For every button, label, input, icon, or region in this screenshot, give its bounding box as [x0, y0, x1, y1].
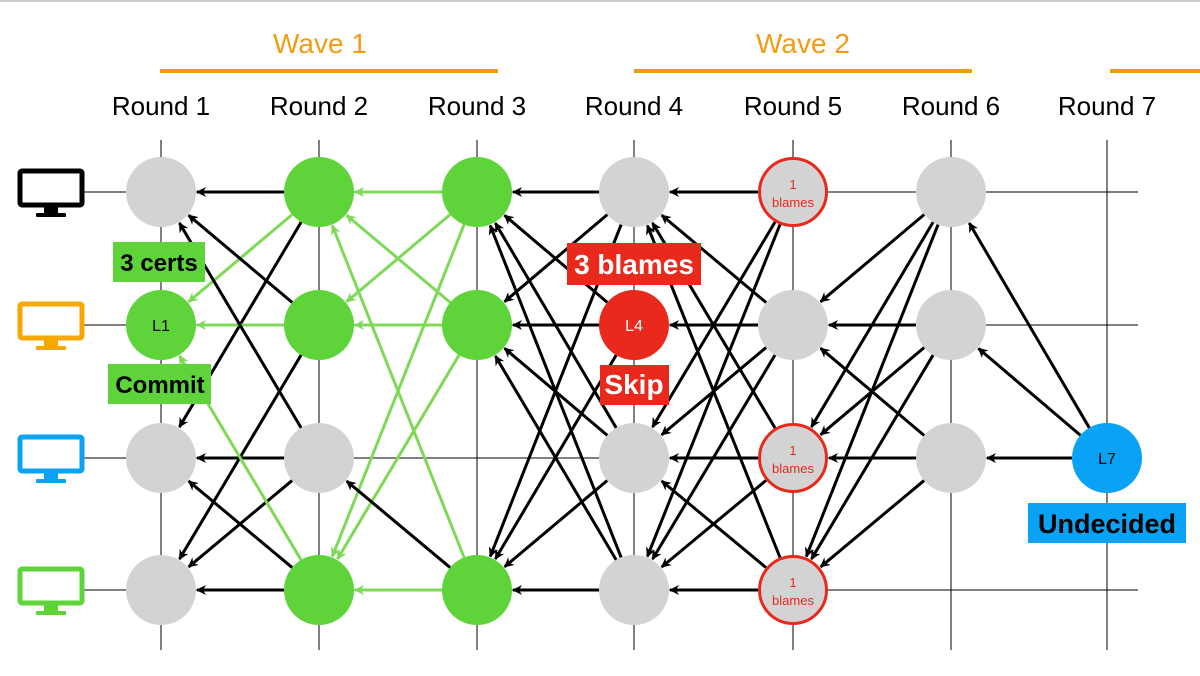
undecided-annotation: Undecided: [1028, 503, 1186, 543]
vertex-round-6-validator-2: [916, 290, 986, 360]
round-label-2: Round 2: [270, 91, 368, 121]
round-label-6: Round 6: [902, 91, 1000, 121]
round-label-4: Round 4: [585, 91, 683, 121]
vertex-round-4-validator-2: L4: [599, 290, 669, 360]
edge-r4n4-to-r3n2: [494, 355, 618, 561]
undecided-text: Undecided: [1038, 509, 1176, 539]
vertex-round-5-validator-1: 1 blames: [758, 157, 828, 227]
blame-count-label: blames: [772, 195, 814, 210]
wave-1-label: Wave 1: [273, 28, 367, 59]
edge-r7n3-to-r6n2: [977, 347, 1082, 437]
edge-r6n1-to-r5n2: [819, 213, 926, 303]
monitor-icon: [17, 434, 85, 483]
edge-r4n2-to-r3n1: [503, 214, 609, 304]
blame-count-label: 1: [789, 575, 796, 590]
edge-r5n4-to-r4n3: [660, 479, 768, 569]
vertex-round-1-validator-3: [126, 423, 196, 493]
vertex-round-4-validator-4: [599, 555, 669, 625]
vertex-round-1-validator-2: L1: [126, 290, 196, 360]
round-label-5: Round 5: [744, 91, 842, 121]
blame-count-label: blames: [772, 461, 814, 476]
vertex-round-5-validator-3: 1 blames: [758, 423, 828, 493]
edge-r4n3-to-r3n4: [503, 479, 609, 568]
vertex-round-2-validator-4: [284, 555, 354, 625]
certs-text: 3 certs: [120, 250, 197, 277]
edge-r6n3-to-r5n4: [819, 479, 926, 569]
blame-count-label: 1: [789, 177, 796, 192]
monitor-icon: [17, 301, 85, 350]
blames-annotation: 3 blames: [567, 243, 701, 285]
edge-r3n4-to-r2n3: [345, 479, 452, 569]
commit-text: Commit: [115, 372, 204, 399]
commit-annotation: Commit: [108, 364, 211, 404]
round-label-7: Round 7: [1058, 91, 1156, 121]
wave-2-label: Wave 2: [756, 28, 850, 59]
skip-annotation: Skip: [600, 365, 669, 405]
vertex-round-1-validator-4: [126, 555, 196, 625]
edge-r4n4-to-r3n1: [488, 224, 623, 558]
vertex-round-4-validator-3: [599, 423, 669, 493]
vertex-round-6-validator-3: [916, 423, 986, 493]
vertex-round-3-validator-4: [442, 555, 512, 625]
vertex-label: L1: [152, 318, 170, 335]
blame-count-label: 1: [789, 443, 796, 458]
round-label-1: Round 1: [112, 91, 210, 121]
edge-r3n4-to-r2n1: [330, 224, 466, 559]
vertex-round-2-validator-2: [284, 290, 354, 360]
blame-count-label: blames: [772, 593, 814, 608]
certs-annotation: 3 certs: [113, 242, 205, 282]
vertex-round-2-validator-1: [284, 157, 354, 227]
edge-r2n2-to-r1n1: [187, 214, 294, 304]
edge-r6n3-to-r5n2: [819, 347, 926, 437]
vertex-round-5-validator-4: 1 blames: [758, 555, 828, 625]
edge-r5n2-to-r4n1: [660, 213, 768, 304]
blames-text: 3 blames: [574, 249, 694, 280]
vertex-round-4-validator-1: [599, 157, 669, 227]
monitor-icon: [17, 566, 85, 615]
vertex-round-1-validator-1: [126, 157, 196, 227]
round-label-3: Round 3: [428, 91, 526, 121]
skip-text: Skip: [604, 369, 663, 400]
vertex-label: L4: [625, 318, 643, 335]
vertex-round-2-validator-3: [284, 423, 354, 493]
edge-r3n2-to-r2n4: [336, 354, 461, 560]
monitor-icon: [17, 168, 85, 217]
vertex-round-7-validator-3: L7: [1072, 423, 1142, 493]
vertex-round-3-validator-2: [442, 290, 512, 360]
vertex-round-6-validator-1: [916, 157, 986, 227]
edge-r2n4-to-r1n3: [187, 479, 294, 569]
vertex-label: L7: [1098, 451, 1116, 468]
edge-r4n3-to-r3n1: [494, 222, 618, 429]
vertex-round-5-validator-2: [758, 290, 828, 360]
edge-r3n2-to-r2n1: [345, 214, 452, 304]
vertex-round-3-validator-1: [442, 157, 512, 227]
edge-r7n3-to-r6n1: [967, 222, 1091, 429]
